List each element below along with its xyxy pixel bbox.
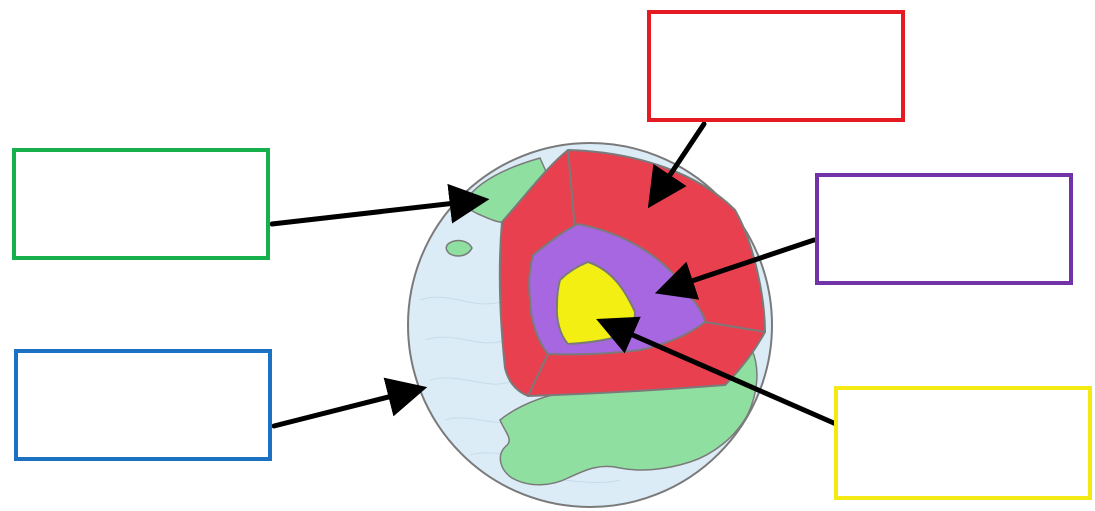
inner-core-label-box[interactable] [834,386,1092,500]
continent-label-box[interactable] [12,148,270,260]
arrow-to-ocean [274,389,420,426]
continent-island [446,241,472,256]
outer-core-label-box[interactable] [815,173,1073,285]
earth-cutaway [500,150,765,396]
ocean-label-box[interactable] [14,349,272,461]
mantle-label-box[interactable] [647,10,905,122]
